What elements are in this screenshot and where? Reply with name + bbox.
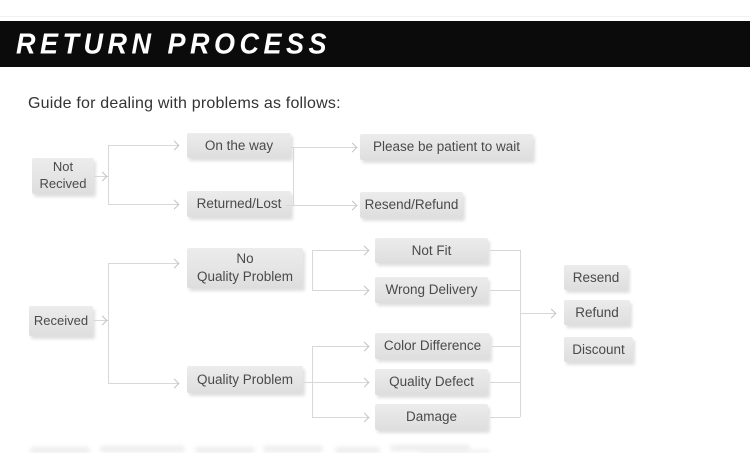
arrow-right-icon (347, 142, 358, 153)
node-quality-defect: Quality Defect (375, 369, 488, 395)
node-color-difference: Color Difference (375, 333, 490, 359)
connector-line (291, 147, 356, 148)
arrow-right-icon (347, 200, 358, 211)
arrow-right-icon (546, 308, 557, 319)
ghost-artifact (30, 447, 90, 453)
arrow-right-icon (359, 285, 370, 296)
node-please-wait: Please be patient to wait (360, 134, 533, 160)
connector-line (94, 320, 108, 321)
arrow-right-icon (169, 378, 180, 389)
connector-line (520, 250, 521, 417)
page-title: RETURN PROCESS (16, 27, 332, 60)
intro-text: Guide for dealing with problems as follo… (28, 95, 341, 112)
node-not-received: Not Recived (32, 158, 94, 194)
arrow-right-icon (97, 171, 108, 182)
connector-line (108, 383, 178, 384)
connector-line (490, 382, 520, 383)
arrow-right-icon (359, 412, 370, 423)
connector-line (520, 313, 556, 314)
connector-line (108, 145, 109, 205)
connector-line (108, 204, 178, 205)
ghost-artifact (263, 446, 323, 452)
node-no-quality-problem: No Quality Problem (187, 248, 303, 288)
connector-line (490, 417, 520, 418)
arrow-right-icon (169, 258, 180, 269)
ghost-artifact (100, 446, 185, 452)
node-not-fit: Not Fit (375, 238, 488, 263)
arrow-right-icon (359, 377, 370, 388)
connector-line (108, 263, 178, 264)
node-received: Received (29, 306, 93, 336)
node-on-the-way: On the way (187, 133, 291, 158)
arrow-right-icon (97, 315, 108, 326)
connector-line (312, 290, 368, 291)
connector-line (312, 346, 313, 417)
connector-line (490, 290, 520, 291)
connector-line (293, 147, 294, 205)
node-outcome-discount: Discount (564, 337, 633, 362)
connector-line (312, 250, 368, 251)
arrow-right-icon (169, 140, 180, 151)
connector-line (286, 205, 356, 206)
node-resend-refund: Resend/Refund (360, 192, 463, 218)
top-divider-line (0, 16, 750, 17)
node-returned-lost: Returned/Lost (187, 191, 291, 217)
arrow-right-icon (359, 245, 370, 256)
node-quality-problem: Quality Problem (187, 366, 303, 393)
connector-line (492, 346, 520, 347)
connector-line (312, 417, 368, 418)
ghost-artifact (335, 447, 380, 453)
ghost-artifact (420, 450, 490, 453)
connector-line (108, 145, 178, 146)
arrow-right-icon (169, 199, 180, 210)
connector-line (108, 263, 109, 383)
ghost-artifact (390, 445, 470, 451)
node-damage: Damage (375, 404, 488, 430)
connector-line (303, 382, 368, 383)
title-banner: RETURN PROCESS (0, 21, 750, 67)
node-outcome-refund: Refund (564, 300, 630, 325)
ghost-artifact (195, 447, 255, 453)
connector-line (312, 250, 313, 290)
connector-line (94, 176, 108, 177)
arrow-right-icon (359, 341, 370, 352)
connector-line (312, 346, 368, 347)
connector-line (490, 250, 520, 251)
node-wrong-delivery: Wrong Delivery (375, 277, 488, 303)
node-outcome-resend: Resend (564, 265, 628, 290)
